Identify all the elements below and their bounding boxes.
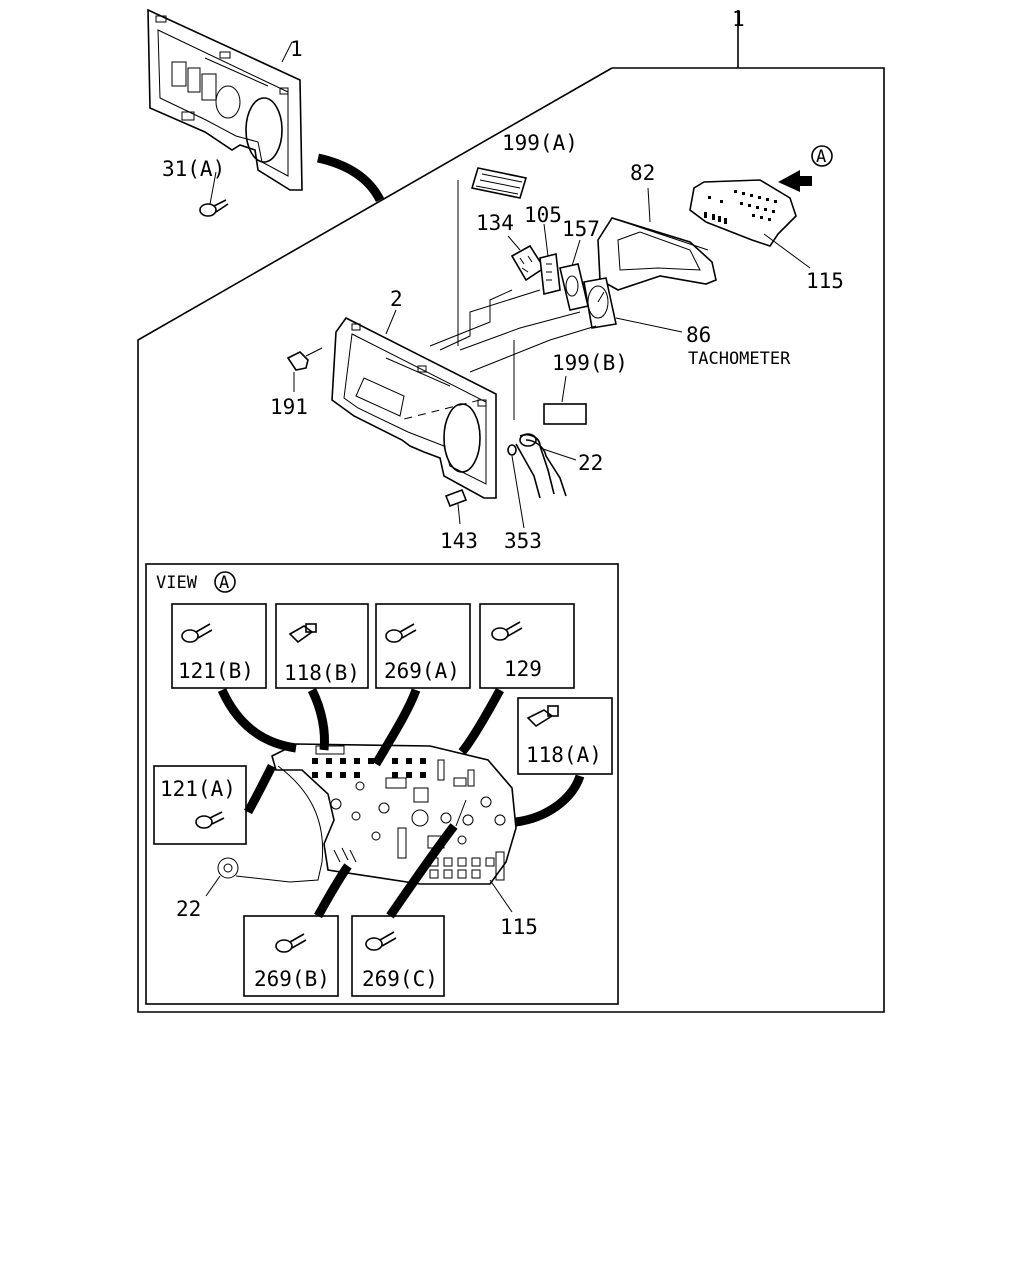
view-a-arrows (217, 687, 585, 919)
assembly-arrow (316, 153, 385, 203)
callout-118b: 118(B) (284, 661, 360, 685)
box-129 (479, 603, 575, 689)
view-a-frame (145, 563, 619, 1005)
callout-22-view: 22 (176, 897, 201, 921)
callout-2: 2 (390, 287, 403, 311)
callout-115-view: 115 (500, 915, 538, 939)
callout-129: 129 (504, 657, 542, 681)
view-title: VIEW (156, 573, 198, 593)
dial-plate-134 (510, 244, 546, 282)
callout-1-top: 1 (732, 7, 745, 31)
callout-1-part: 1 (290, 37, 303, 61)
callout-353: 353 (504, 529, 542, 553)
leader-2 (385, 309, 397, 335)
meter-assembly-part-1 (147, 8, 303, 191)
callout-105: 105 (524, 203, 562, 227)
screw-31a-icon (199, 199, 229, 217)
clip-143-icon (444, 488, 468, 525)
bulb-353-icon (507, 444, 525, 529)
knob-191-icon (286, 347, 323, 392)
callout-115-top: 115 (806, 269, 844, 293)
view-a-circle-top (811, 145, 833, 167)
screw-121b-icon (181, 623, 213, 643)
screw-269b-icon (275, 933, 307, 953)
callout-121b: 121(B) (178, 659, 254, 683)
box-121b (171, 603, 267, 689)
dial-plate-105 (539, 253, 561, 295)
callout-82: 82 (630, 161, 655, 185)
view-circle-letter: A (219, 573, 229, 593)
meter-case-part-2 (331, 316, 497, 499)
view-a-circle (214, 571, 236, 593)
view-direction-arrow (778, 170, 812, 192)
wire-harness-22-top (515, 433, 577, 499)
callout-118a: 118(A) (526, 743, 602, 767)
callout-134: 134 (476, 211, 514, 235)
callout-269a: 269(A) (384, 659, 460, 683)
box-121a (153, 765, 247, 845)
box-269b (243, 915, 339, 997)
screw-121a-icon (195, 811, 225, 829)
circuit-board-115-view (217, 743, 517, 885)
box-118b (275, 603, 369, 689)
callout-199a: 199(A) (502, 131, 578, 155)
callout-269b: 269(B) (254, 967, 330, 991)
box-118a (517, 697, 613, 775)
callout-157: 157 (562, 217, 600, 241)
callout-31a: 31(A) (162, 157, 225, 181)
screw-269c-icon (365, 931, 397, 951)
glass-part-82 (597, 217, 717, 291)
bulb-118b-icon (288, 623, 317, 644)
callout-22-top: 22 (578, 451, 603, 475)
leader-lines-view (205, 875, 513, 913)
callout-199b: 199(B) (552, 351, 628, 375)
callout-86: 86 (686, 323, 711, 347)
alignment-lines (399, 180, 597, 421)
box-269a (375, 603, 471, 689)
label-199a (470, 167, 528, 199)
callout-143: 143 (440, 529, 478, 553)
callout-269c: 269(C) (362, 967, 438, 991)
circle-a-letter-top: A (816, 147, 826, 167)
circuit-board-115-top (689, 179, 797, 247)
assembly-frame (137, 10, 885, 1013)
tachometer-dial-86 (583, 277, 617, 329)
screw-129-icon (491, 621, 523, 641)
leader-lines-top (209, 41, 811, 333)
callout-121a: 121(A) (160, 777, 236, 801)
callout-191: 191 (270, 395, 308, 419)
screw-269a-icon (385, 623, 417, 643)
bulb-118a-icon (526, 705, 559, 728)
box-269c (351, 915, 445, 997)
tachometer-label: TACHOMETER (688, 349, 791, 369)
label-199b (543, 403, 587, 425)
leader-199b (561, 375, 567, 403)
dial-plate-157 (559, 263, 589, 311)
